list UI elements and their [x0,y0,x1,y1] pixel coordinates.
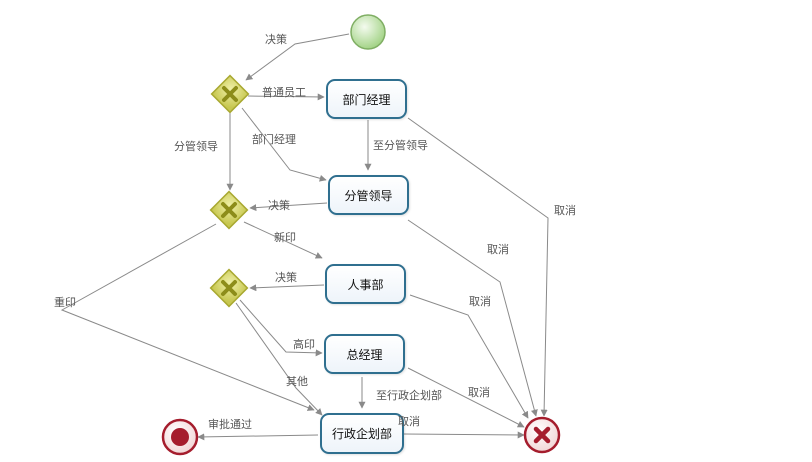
end-event-icon[interactable] [161,418,199,456]
edge-gateway1-to-dept-manager [247,93,325,101]
edge-gateway2-reprint-to-admin [60,223,315,411]
edge-label-cancel-3: 取消 [469,295,491,308]
edge-gateway3-to-admin [235,302,323,416]
edge-supervisor-to-gateway2 [249,202,328,212]
edge-label-new-print: 新印 [274,231,296,244]
edge-label-to-supervisor: 至分管领导 [373,139,428,152]
edge-hr-to-cancel [409,294,529,419]
edge-start-to-gateway1 [245,33,350,81]
edge-label-decide-3: 决策 [275,271,297,284]
edge-admin-to-end [197,433,319,441]
gateway-1-icon[interactable] [210,74,250,114]
edge-gateway3-to-gm [239,299,323,357]
edge-label-cancel-4: 取消 [468,386,490,399]
gateway-3-icon[interactable] [209,268,249,308]
task-dept-manager[interactable]: 部门经理 [326,79,407,119]
edge-gateway1-to-supervisor [241,107,327,182]
edge-dept-manager-to-cancel [407,117,549,417]
edge-gateway2-to-hr [243,221,323,259]
edge-supervisor-to-cancel [407,219,538,417]
task-supervisor[interactable]: 分管领导 [328,175,409,215]
edge-label-other: 其他 [286,375,308,388]
task-hr[interactable]: 人事部 [325,264,406,304]
cancel-end-event-icon[interactable] [523,416,561,454]
task-admin-planning[interactable]: 行政企划部 [320,413,404,454]
task-general-manager[interactable]: 总经理 [324,334,405,374]
edge-label-approved: 审批通过 [208,418,252,431]
edge-label-high-print: 高印 [293,338,315,351]
edge-admin-to-cancel [403,431,525,439]
edge-hr-to-gateway3 [249,284,325,292]
gateway-2-icon[interactable] [209,190,249,230]
edge-label-reprint: 重印 [54,296,76,309]
edge-label-to-admin: 至行政企划部 [376,389,442,402]
edge-label-cancel-2: 取消 [487,243,509,256]
edge-label-cancel-1: 取消 [554,204,576,217]
edge-label-supervisor: 分管领导 [174,140,218,153]
start-event-icon[interactable] [350,14,386,50]
edge-gm-to-cancel [407,367,525,428]
edge-label-decide-start: 决策 [265,33,287,46]
edge-label-decide-2: 决策 [268,199,290,212]
edge-label-cancel-5: 取消 [398,415,420,428]
edge-label-dept-manager: 部门经理 [252,133,296,146]
edge-label-ordinary-staff: 普通员工 [262,86,306,99]
